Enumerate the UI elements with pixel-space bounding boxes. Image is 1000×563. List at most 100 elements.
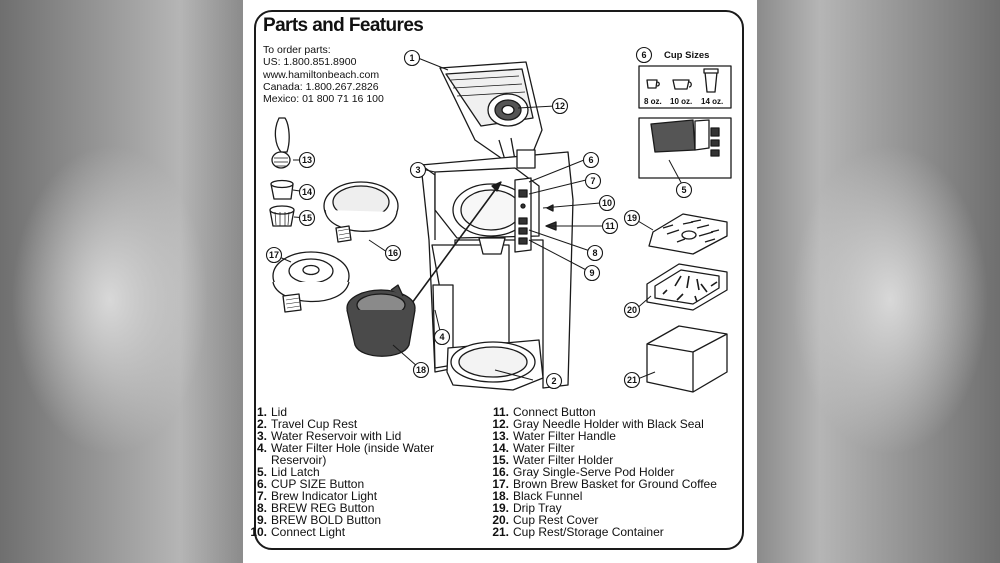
pod-holder-illustration <box>323 181 399 243</box>
part-number: 20. <box>492 513 509 528</box>
part-item: 19.Drip Tray <box>491 502 741 514</box>
parts-contact-info: To order parts: US: 1.800.851.8900 www.h… <box>263 44 384 105</box>
callout-11: 11 <box>601 217 619 235</box>
svg-text:9: 9 <box>589 268 594 278</box>
callout-9: 9 <box>583 264 601 282</box>
part-item: 8.BREW REG Button <box>249 502 469 514</box>
part-label: Water Filter Hole (inside Water Reservoi… <box>271 441 435 468</box>
drip-tray-illustration <box>648 213 728 255</box>
part-item: 15.Water Filter Holder <box>491 454 741 466</box>
part-label: Water Filter Handle <box>513 429 616 444</box>
svg-text:13: 13 <box>302 155 312 165</box>
water-filter-handle-illustration <box>271 117 291 169</box>
svg-text:3: 3 <box>415 165 420 175</box>
callout-14: 14 <box>298 183 316 201</box>
part-number: 6. <box>256 477 267 492</box>
part-item: 10.Connect Light <box>249 526 469 538</box>
callout-1: 1 <box>403 49 421 67</box>
callout-10: 10 <box>598 194 616 212</box>
callout-8: 8 <box>586 244 604 262</box>
part-number: 12. <box>492 417 509 432</box>
part-item: 9.BREW BOLD Button <box>249 514 469 526</box>
cup-sizes-label: Cup Sizes <box>664 50 709 61</box>
part-number: 15. <box>492 453 509 468</box>
part-number: 21. <box>492 525 509 540</box>
water-filter-illustration <box>270 179 294 200</box>
part-number: 17. <box>492 477 509 492</box>
part-number: 11. <box>492 405 509 419</box>
part-label: Brew Indicator Light <box>271 489 378 504</box>
part-item: 7.Brew Indicator Light <box>249 490 469 502</box>
part-item: 11. Connect Button <box>491 406 741 418</box>
svg-text:11: 11 <box>605 221 615 231</box>
part-label: Travel Cup Rest <box>271 417 358 432</box>
callout-18: 18 <box>412 361 430 379</box>
part-label: Water Filter <box>513 441 575 456</box>
part-item: 4. Water Filter Hole (inside Water Reserv… <box>249 442 469 466</box>
svg-text:5: 5 <box>681 185 686 195</box>
callout-13: 13 <box>298 151 316 169</box>
part-number: 1. <box>256 405 267 419</box>
part-number: 19. <box>492 501 509 516</box>
part-number: 13. <box>492 429 509 444</box>
svg-text:14: 14 <box>302 187 312 197</box>
lid-illustration <box>439 61 543 163</box>
cup-size-10oz: 10 oz. <box>670 97 692 106</box>
storage-container-illustration <box>646 325 728 393</box>
part-item: 12. Gray Needle Holder with Black Seal <box>491 418 741 430</box>
part-label: Water Reservoir with Lid <box>271 429 402 444</box>
part-item: 2.Travel Cup Rest <box>249 418 469 430</box>
callout-21: 21 <box>623 371 641 389</box>
svg-text:10: 10 <box>602 198 612 208</box>
part-number: 10. <box>250 525 267 540</box>
part-number: 4. <box>256 441 267 456</box>
svg-text:4: 4 <box>439 332 444 342</box>
cup-size-14oz: 14 oz. <box>701 97 723 106</box>
part-item: 17.Brown Brew Basket for Ground Coffee <box>491 478 741 490</box>
part-number: 8. <box>256 501 267 516</box>
parts-diagram: Cup Sizes 8 oz. 10 oz. 14 oz. 1 12 3 4 6… <box>265 46 732 393</box>
callout-20: 20 <box>623 301 641 319</box>
part-item: 13. Water Filter Handle <box>491 430 741 442</box>
brew-basket-illustration <box>272 251 350 313</box>
callout-6: 6 <box>582 151 600 169</box>
part-item: 16. Gray Single-Serve Pod Holder <box>491 466 741 478</box>
part-number: 9. <box>256 513 267 528</box>
part-item: 1.Lid <box>249 406 469 418</box>
part-number: 18. <box>492 489 509 504</box>
callout-3: 3 <box>409 161 427 179</box>
contact-line: Mexico: 01 800 71 16 100 <box>263 93 384 106</box>
coffee-maker-body-illustration <box>420 149 574 391</box>
callout-12: 12 <box>551 97 569 115</box>
lid-latch-detail-illustration <box>638 117 732 179</box>
part-label: Gray Single-Serve Pod Holder <box>513 465 675 480</box>
water-filter-holder-illustration <box>269 205 295 227</box>
svg-text:20: 20 <box>627 305 637 315</box>
part-label: Connect Button <box>513 405 596 419</box>
part-number: 14. <box>492 441 509 456</box>
svg-text:21: 21 <box>627 375 637 385</box>
callout-2: 2 <box>545 372 563 390</box>
manual-page: Parts and Features To order parts: US: 1… <box>243 0 757 563</box>
part-number: 16. <box>492 465 509 480</box>
callout-15: 15 <box>298 209 316 227</box>
svg-text:7: 7 <box>590 176 595 186</box>
part-item: 14. Water Filter <box>491 442 741 454</box>
svg-text:18: 18 <box>416 365 426 375</box>
part-number: 5. <box>256 465 267 480</box>
part-number: 3. <box>256 429 267 444</box>
callout-17: 17 <box>265 246 283 264</box>
svg-text:6: 6 <box>641 50 646 60</box>
page-title: Parts and Features <box>263 15 424 36</box>
page-frame <box>254 10 744 550</box>
svg-text:1: 1 <box>409 53 414 63</box>
svg-text:8: 8 <box>592 248 597 258</box>
contact-line: To order parts: <box>263 44 331 56</box>
cup-sizes-panel-illustration <box>638 65 732 109</box>
part-item: 18.Black Funnel <box>491 490 741 502</box>
svg-text:19: 19 <box>627 213 637 223</box>
part-label: Gray Needle Holder with Black Seal <box>513 417 704 432</box>
callout-6-cup-sizes: 6 <box>635 46 653 64</box>
part-item: 20.Cup Rest Cover <box>491 514 741 526</box>
contact-line: US: 1.800.851.8900 <box>263 56 357 69</box>
